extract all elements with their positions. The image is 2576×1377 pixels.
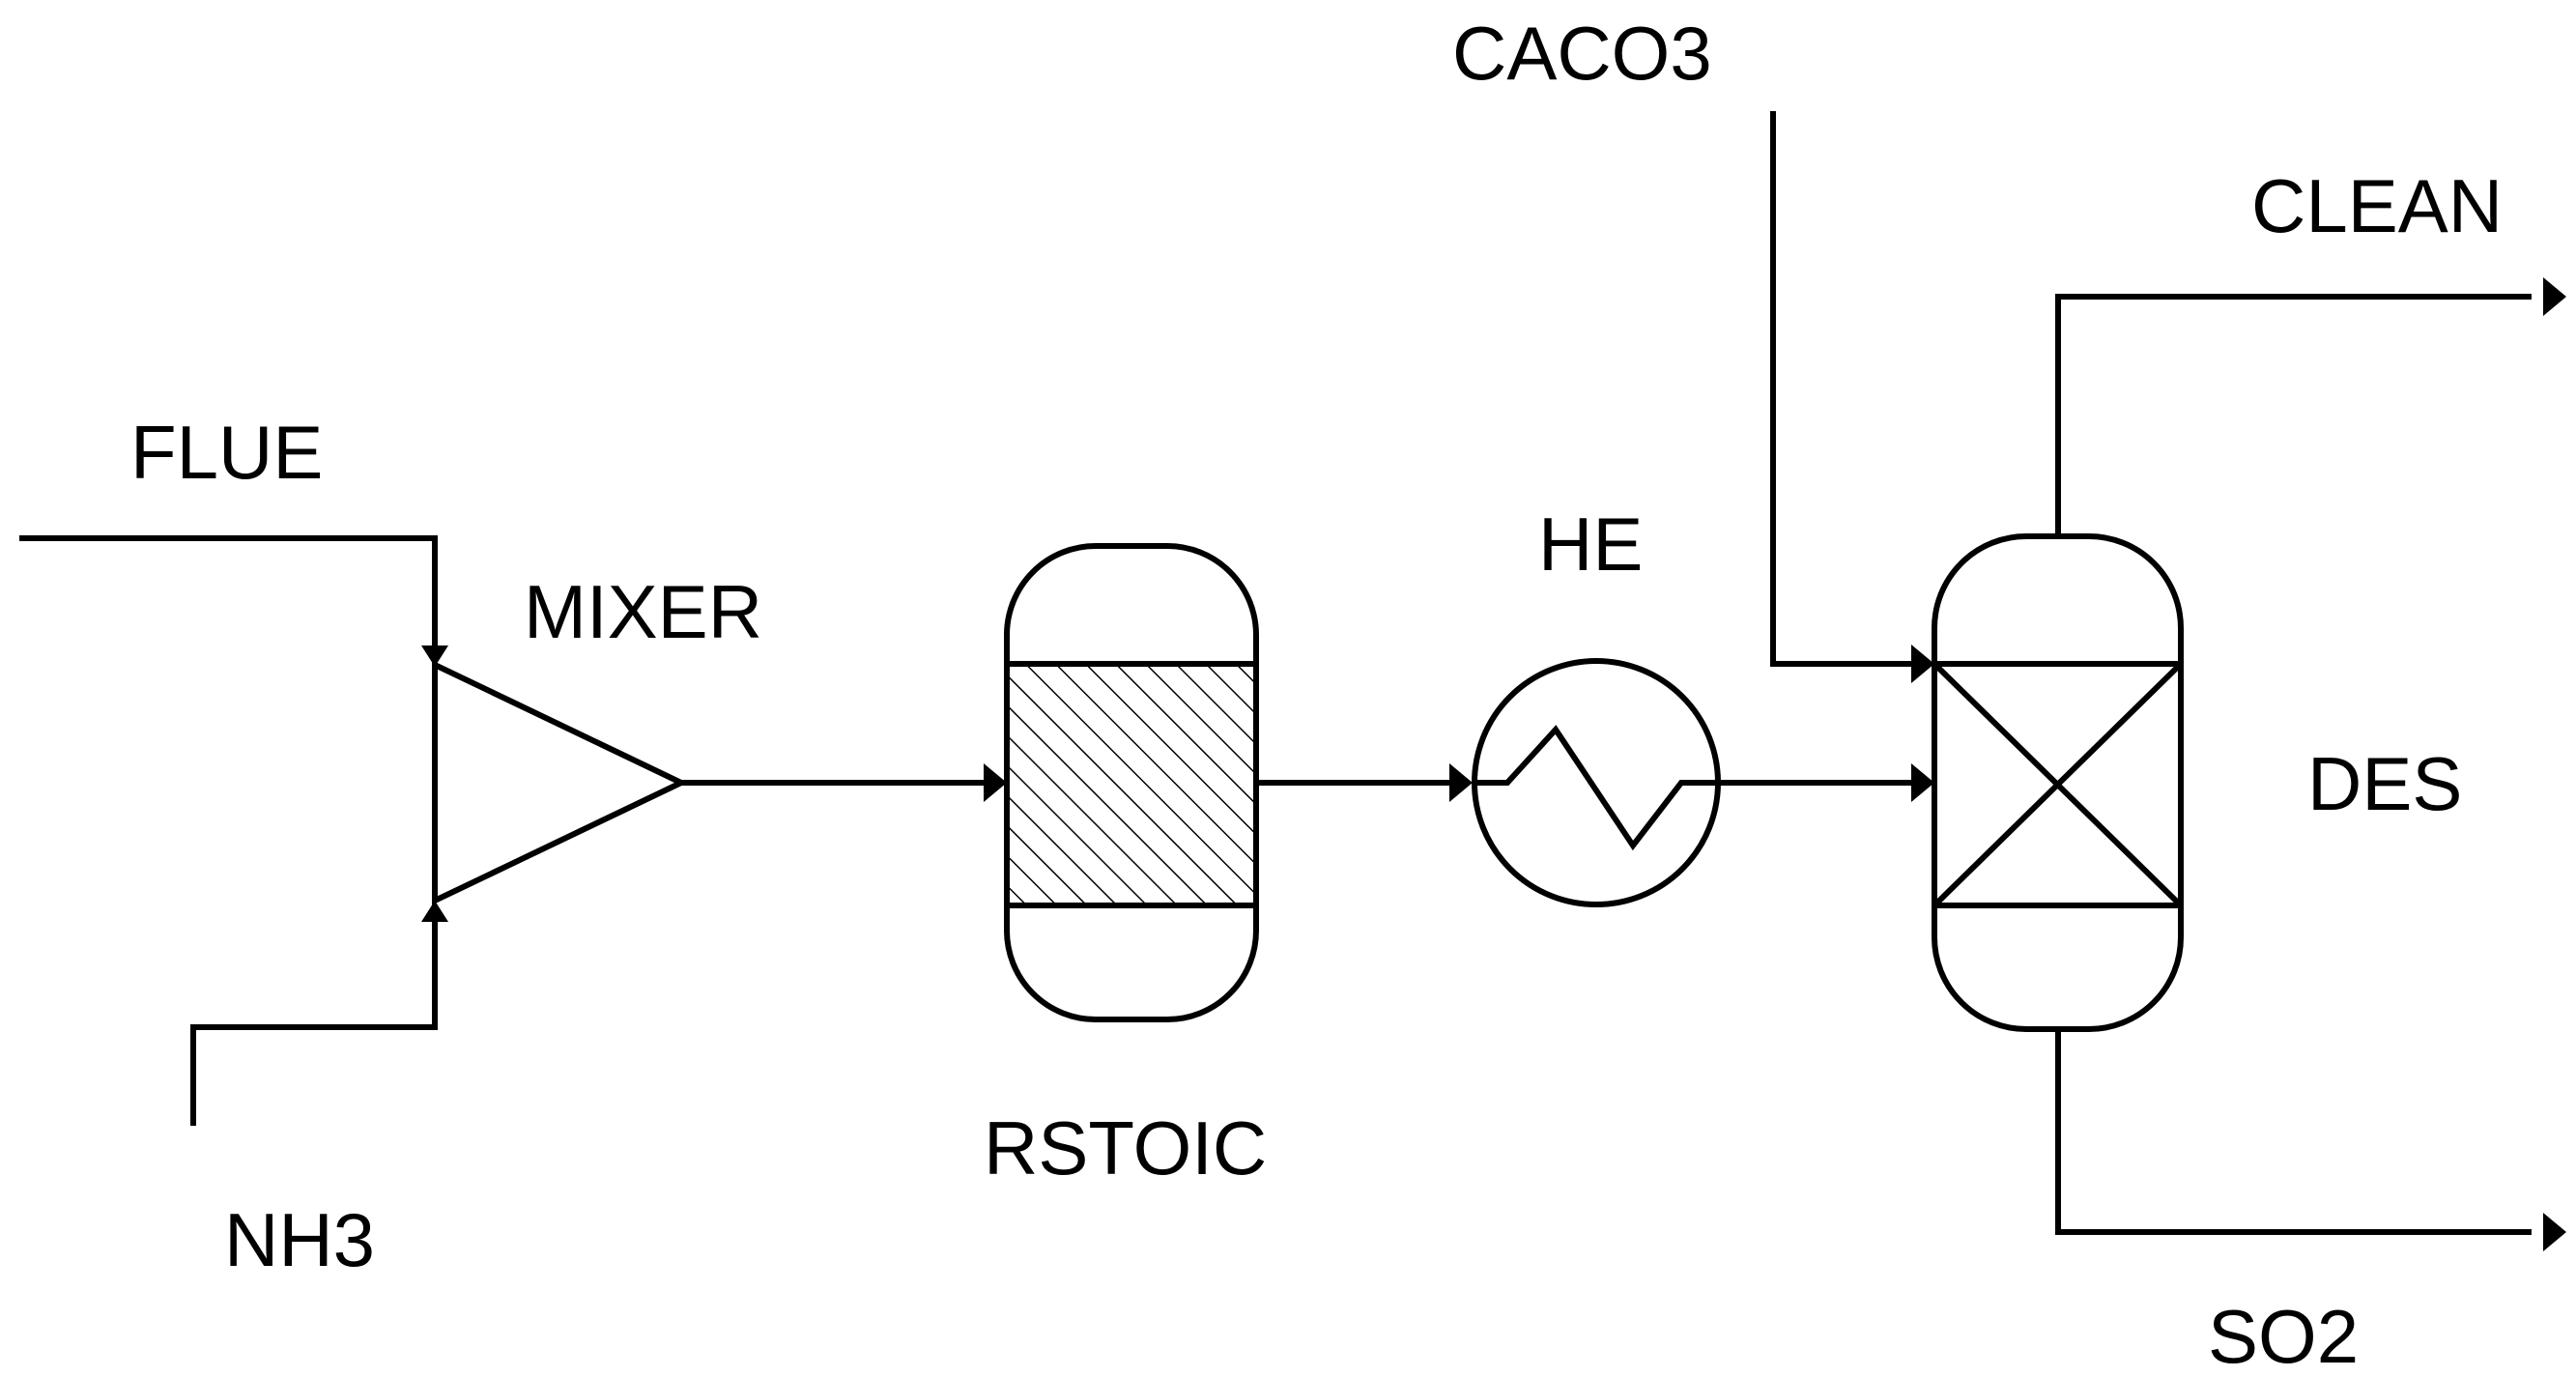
- stream-rstoic-to-he: [1256, 763, 1473, 802]
- he-label: HE: [1538, 502, 1643, 587]
- so2-label: SO2: [2208, 1294, 2359, 1377]
- flue-arrowhead: [421, 645, 448, 667]
- caco3-label: CACO3: [1452, 11, 1712, 96]
- rstoic-reactor: [1004, 543, 1259, 1022]
- heat-exchanger-coil: [1474, 725, 1718, 851]
- des-label: DES: [2307, 741, 2462, 826]
- clean-label: CLEAN: [2251, 163, 2503, 248]
- so2-stream: [2055, 1029, 2566, 1251]
- stream-he-to-des: [1718, 763, 1934, 802]
- nh3-label: NH3: [224, 1197, 375, 1282]
- so2-arrowhead: [2543, 1213, 2566, 1251]
- caco3-stream: [1770, 111, 1934, 683]
- nh3-arrowhead: [421, 901, 448, 922]
- flue-stream: [19, 535, 448, 667]
- mixer-label: MIXER: [524, 569, 762, 654]
- clean-arrowhead: [2543, 277, 2566, 316]
- des-column: [1932, 533, 2184, 1032]
- rstoic-label: RSTOIC: [984, 1105, 1267, 1191]
- stream-mixer-to-rstoic: [681, 763, 1007, 802]
- rstoic-catalyst-bed: [1004, 661, 1259, 908]
- des-packing-cross-b: [1932, 661, 2184, 908]
- mixer-unit: [432, 660, 688, 905]
- heat-exchanger: [1472, 658, 1721, 907]
- flue-label: FLUE: [130, 410, 323, 495]
- clean-stream: [2055, 277, 2566, 536]
- he-inlet-arrowhead: [1449, 763, 1473, 802]
- nh3-stream: [190, 901, 448, 1126]
- rstoic-inlet-arrowhead: [984, 763, 1007, 802]
- caco3-arrowhead: [1911, 645, 1934, 683]
- des-inlet-arrowhead: [1911, 763, 1934, 802]
